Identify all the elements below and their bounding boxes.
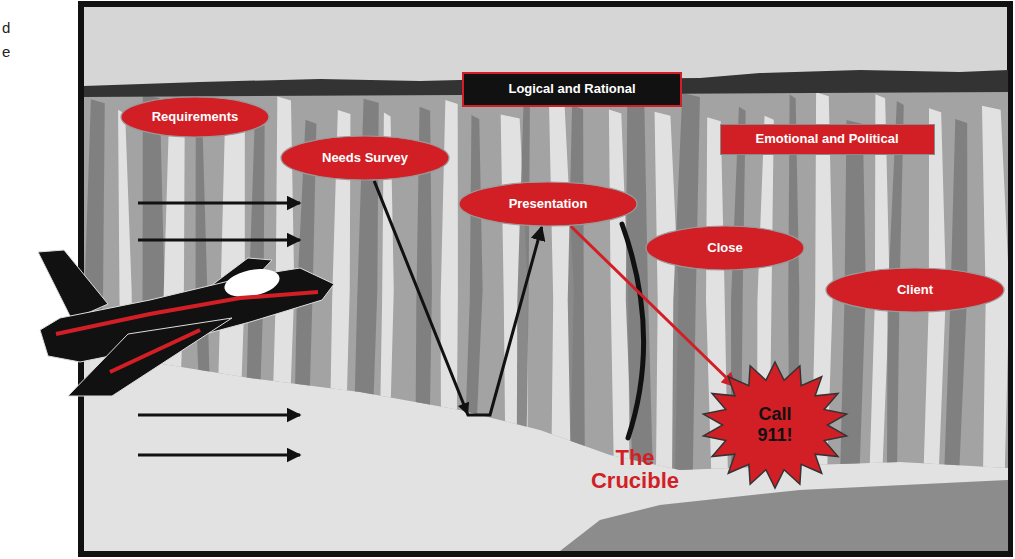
text-block: Emotional and Political [755,132,898,147]
node-text: Requirements [152,110,239,125]
node-text: Client [897,283,933,298]
stage-ellipse: Requirements [120,96,270,138]
node-text: Emotional and Political [755,132,898,147]
stage-ellipse: Presentation [458,181,638,227]
text-block: Logical and Rational [508,82,635,97]
node-text: Presentation [509,197,588,212]
emotion-banner: Emotional and Political [720,124,935,155]
node-text: Logical and Rational [508,82,635,97]
node-text: Needs Survey [322,151,408,166]
text-block: Call 911! [744,404,806,445]
crucible-label: The Crucible [575,446,695,492]
plane-body [40,268,334,362]
text-block: Close [707,241,742,256]
stage-ellipse: Client [825,267,1005,313]
airplane [38,250,334,396]
text-block: Requirements [152,110,239,125]
crucible-arc [622,224,644,438]
cliff-streak [672,93,700,480]
node-text: Call 911! [744,404,806,445]
ellipse-fill [281,136,449,180]
plane-near-wing [68,318,232,396]
cliff-streak [118,110,133,480]
starburst-fill [703,362,846,488]
wind-arrow [138,414,300,417]
alert-starburst: Call 911! [700,360,850,490]
cliff-face [84,90,1008,470]
ellipse-fill [459,182,637,226]
cut-text: d [2,20,10,36]
ellipse-fill [646,226,804,270]
picture-frame [81,4,1010,554]
connectors [374,181,735,417]
cut-text: e [2,44,10,60]
plane-stripe [56,292,318,334]
logic-banner: Logical and Rational [462,72,682,107]
cliff-streak [143,94,165,480]
stage-ellipse: Close [645,225,805,271]
wind-arrow [138,454,300,457]
text-block: Presentation [509,197,588,212]
cliff-streak [463,115,482,480]
wind-arrow [138,239,300,242]
ellipse-fill [121,97,269,137]
ellipse-fill [826,268,1004,312]
cliff-streak [568,105,585,480]
text-block: Needs Survey [322,151,408,166]
flow-arrowhead [458,402,474,418]
stage-ellipse: Needs Survey [280,135,450,181]
plane-wing-stripe [110,330,200,372]
text-block: Client [897,283,933,298]
wind-arrow [138,202,300,205]
node-text: Close [707,241,742,256]
plane-tail [38,250,108,320]
